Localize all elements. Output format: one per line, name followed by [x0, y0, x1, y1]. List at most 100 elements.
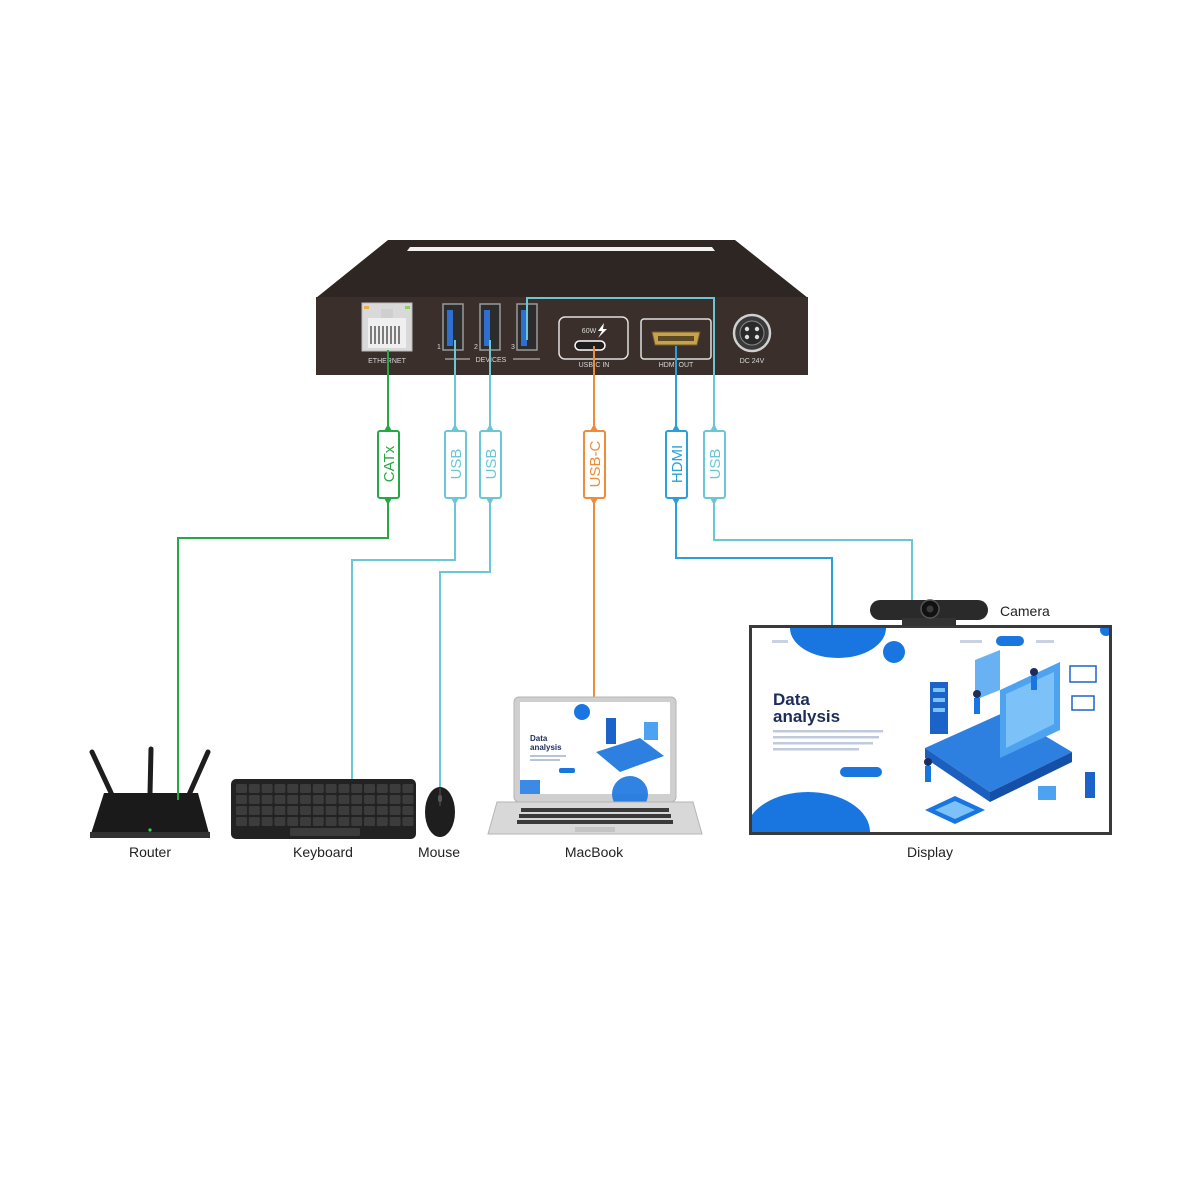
- usbc-power-label: 60W: [582, 328, 597, 335]
- usb-port-1: 1: [437, 303, 464, 351]
- macbook-label: MacBook: [565, 844, 624, 860]
- hdmi-cable: [675, 346, 833, 628]
- macbook-screen-title-2: analysis: [530, 743, 562, 752]
- keyboard-key: [364, 806, 375, 815]
- keyboard-key: [351, 817, 363, 826]
- keyboard-key: [287, 817, 299, 826]
- mouse: [425, 787, 455, 837]
- usb-port-1-number: 1: [437, 344, 441, 351]
- keyboard-key: [325, 806, 337, 815]
- keyboard-key: [325, 795, 337, 804]
- usbc-label: USB-C: [587, 440, 604, 487]
- lightning-icon: [598, 323, 607, 338]
- keyboard-key: [261, 784, 273, 793]
- keyboard-key: [248, 795, 260, 804]
- keyboard-key: [364, 784, 375, 793]
- keyboard-key: [300, 817, 311, 826]
- usb-camera-cable: [526, 297, 913, 600]
- cable-label-usb-keyboard: USB: [444, 424, 467, 505]
- keyboard-key: [364, 795, 375, 804]
- keyboard-key: [389, 817, 401, 826]
- usb-port-2: 2: [474, 303, 501, 351]
- keyboard-key: [274, 784, 286, 793]
- macbook-screen-title-1: Data: [530, 734, 548, 743]
- router-antennas: [89, 746, 211, 800]
- extender-top: [316, 240, 808, 298]
- keyboard: [231, 779, 416, 839]
- keyboard-key: [338, 806, 350, 815]
- keyboard-key: [287, 795, 299, 804]
- keyboard-key: [351, 806, 363, 815]
- display-screen-title-1: Data: [773, 690, 810, 709]
- keyboard-key: [376, 795, 388, 804]
- keyboard-spacebar: [290, 828, 360, 836]
- keyboard-key: [376, 817, 388, 826]
- keyboard-key: [312, 795, 324, 804]
- extender-unit: ETHERNET 1 2 3 DEVICES 60W USB-C IN: [316, 240, 808, 375]
- keyboard-key: [312, 784, 324, 793]
- catx-cable: [177, 350, 389, 790]
- dc-port-label: DC 24V: [740, 358, 765, 365]
- usb-keyboard-label: USB: [448, 449, 465, 480]
- keyboard-key: [261, 806, 273, 815]
- usb-mouse-cable: [439, 340, 491, 788]
- keyboard-key: [287, 784, 299, 793]
- keyboard-key: [402, 817, 414, 826]
- extender-top-stripe: [407, 247, 715, 251]
- keyboard-key: [236, 795, 247, 804]
- keyboard-key: [236, 784, 247, 793]
- cable-label-catx: CATx: [377, 424, 400, 505]
- display: Data analysis: [749, 625, 1112, 835]
- keyboard-key: [274, 795, 286, 804]
- macbook: Data analysis: [487, 696, 703, 835]
- keyboard-key: [300, 784, 311, 793]
- keyboard-key: [351, 795, 363, 804]
- router-label: Router: [129, 844, 171, 860]
- display-screen-title-2: analysis: [773, 707, 840, 726]
- keyboard-label: Keyboard: [293, 844, 353, 860]
- devices-label: DEVICES: [476, 357, 507, 364]
- keyboard-key: [312, 806, 324, 815]
- camera: [870, 599, 988, 626]
- cable-label-usb-camera: USB: [703, 424, 726, 505]
- keyboard-key: [389, 784, 401, 793]
- keyboard-key: [287, 806, 299, 815]
- keyboard-key: [325, 784, 337, 793]
- keyboard-key: [402, 795, 414, 804]
- keyboard-key: [364, 817, 375, 826]
- keyboard-key: [389, 806, 401, 815]
- keyboard-key: [389, 795, 401, 804]
- keyboard-key: [300, 795, 311, 804]
- usb-port-3-number: 3: [511, 344, 515, 351]
- display-label: Display: [907, 844, 953, 860]
- mouse-label: Mouse: [418, 844, 460, 860]
- keyboard-key: [376, 784, 388, 793]
- keyboard-keys: [236, 784, 414, 836]
- keyboard-key: [312, 817, 324, 826]
- usb-mouse-label: USB: [483, 449, 500, 480]
- keyboard-key: [274, 817, 286, 826]
- dc-port: DC 24V: [732, 313, 772, 365]
- camera-label: Camera: [1000, 603, 1050, 619]
- keyboard-key: [236, 806, 247, 815]
- keyboard-key: [338, 784, 350, 793]
- keyboard-key: [376, 806, 388, 815]
- keyboard-key: [338, 795, 350, 804]
- keyboard-key: [402, 806, 414, 815]
- router: [89, 746, 211, 838]
- mouse-wheel-icon: [438, 795, 442, 802]
- camera-mount: [902, 618, 956, 626]
- cable-label-hdmi: HDMI: [665, 424, 688, 505]
- catx-label: CATx: [381, 445, 398, 482]
- keyboard-key: [300, 806, 311, 815]
- mouse-body: [425, 787, 455, 837]
- cable-label-usb-mouse: USB: [479, 424, 502, 505]
- router-led-icon: [148, 828, 152, 832]
- keyboard-key: [236, 817, 247, 826]
- keyboard-key: [325, 817, 337, 826]
- keyboard-key: [402, 784, 414, 793]
- keyboard-key: [248, 784, 260, 793]
- keyboard-key: [338, 817, 350, 826]
- hdmi-label: HDMI: [669, 445, 686, 483]
